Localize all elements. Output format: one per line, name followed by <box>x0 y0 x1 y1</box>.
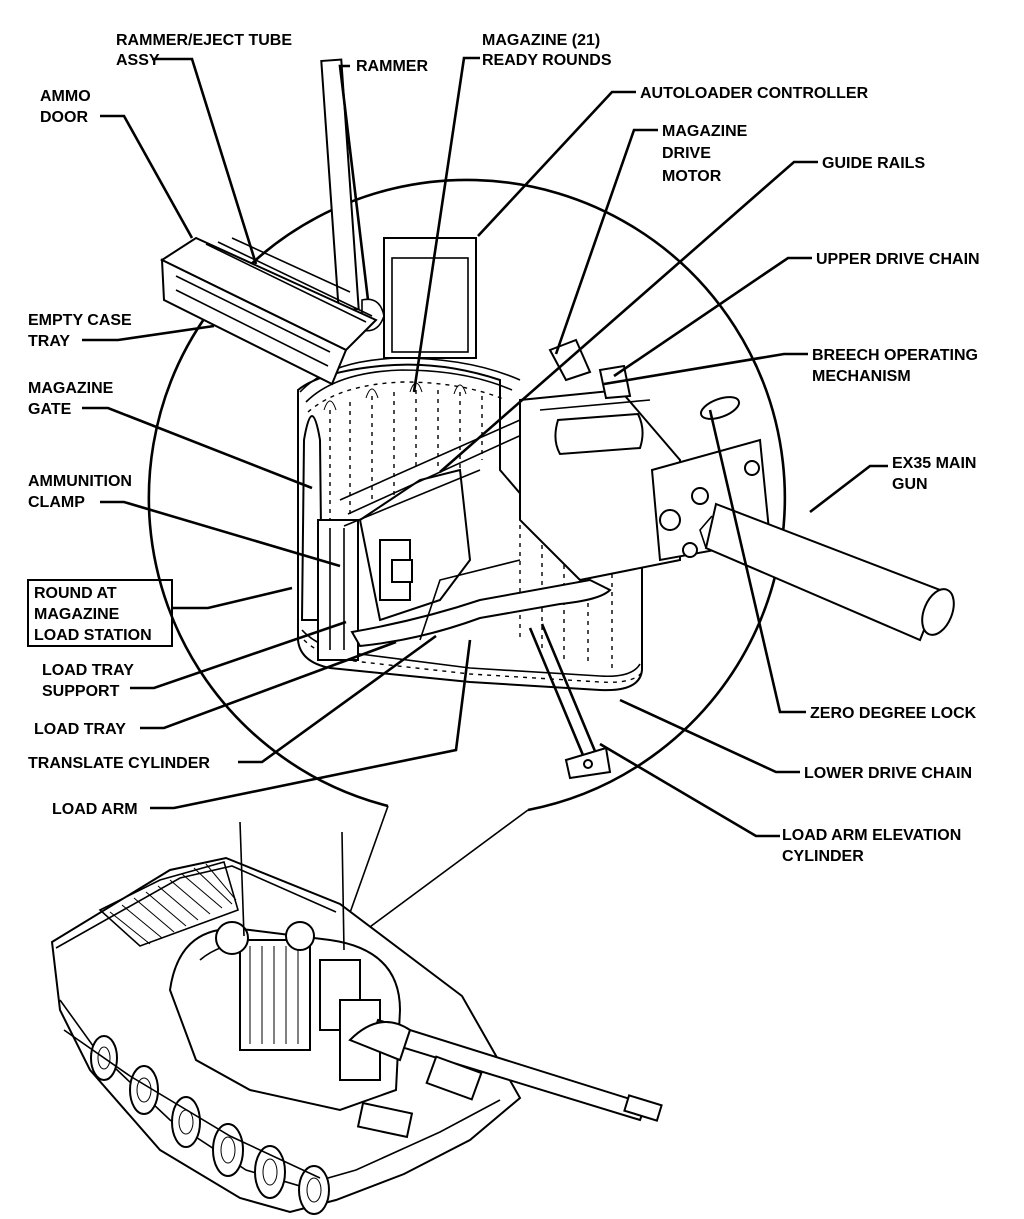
label-magazine-gate-line2: GATE <box>28 401 72 418</box>
leader-ex35-main-gun <box>809 464 888 514</box>
label-empty-case-tray: EMPTY CASE <box>28 312 132 329</box>
leader-magazine-gate <box>82 406 313 490</box>
leader-ammo-door <box>100 114 194 239</box>
label-zero-degree-lock: ZERO DEGREE LOCK <box>810 705 977 722</box>
label-ammo-door-line2: DOOR <box>40 109 88 126</box>
label-guide-rails: GUIDE RAILS <box>822 155 925 172</box>
label-load-arm-elevation-cylinder-line2: CYLINDER <box>782 848 864 865</box>
leader-empty-case-tray <box>82 324 215 342</box>
label-ammunition-clamp: AMMUNITION <box>28 473 132 490</box>
leader-guide-rails <box>439 160 818 473</box>
leader-round-at-load-station <box>172 586 293 610</box>
label-round-at-load-station-line3: LOAD STATION <box>34 627 152 644</box>
tank-vehicle <box>50 821 663 1215</box>
label-magazine-drive-motor-line3: MOTOR <box>662 168 722 185</box>
label-magazine-gate: MAGAZINE <box>28 380 114 397</box>
label-round-at-load-station: ROUND AT <box>34 585 117 602</box>
label-lower-drive-chain: LOWER DRIVE CHAIN <box>804 765 972 782</box>
leader-load-tray-support <box>130 620 347 690</box>
label-ammunition-clamp-line2: CLAMP <box>28 494 85 511</box>
leader-zero-degree-lock <box>708 409 806 714</box>
label-round-at-load-station-line2: MAGAZINE <box>34 606 120 623</box>
leader-autoloader-controller <box>477 90 636 237</box>
label-load-tray-support-line2: SUPPORT <box>42 683 120 700</box>
label-rammer: RAMMER <box>356 58 428 75</box>
leader-lower-drive-chain <box>619 698 800 774</box>
label-empty-case-tray-line2: TRAY <box>28 333 70 350</box>
leader-ammunition-clamp <box>100 500 341 568</box>
leader-magazine-drive-motor <box>554 128 658 355</box>
leader-load-arm <box>150 639 472 810</box>
leader-load-arm-elevation-cylinder <box>599 742 780 838</box>
leader-magazine-ready-rounds <box>412 56 480 393</box>
leader-lines <box>82 56 888 838</box>
autoloader-assembly <box>159 58 955 780</box>
label-magazine-drive-motor: MAGAZINE <box>662 123 748 140</box>
label-magazine-ready-rounds-line2: READY ROUNDS <box>482 52 612 69</box>
label-magazine-ready-rounds: MAGAZINE (21) <box>482 32 600 49</box>
label-load-tray: LOAD TRAY <box>34 721 126 738</box>
label-load-arm: LOAD ARM <box>52 801 138 818</box>
label-load-arm-elevation-cylinder: LOAD ARM ELEVATION <box>782 827 961 844</box>
label-ex35-main-gun-line2: GUN <box>892 476 928 493</box>
label-breech-operating-mechanism: BREECH OPERATING <box>812 347 978 364</box>
leader-breech-operating-mechanism <box>603 352 808 386</box>
leader-rammer-eject-tube <box>152 57 258 265</box>
label-breech-operating-mechanism-line2: MECHANISM <box>812 368 911 385</box>
label-translate-cylinder: TRANSLATE CYLINDER <box>28 755 210 772</box>
label-ex35-main-gun: EX35 MAIN <box>892 455 976 472</box>
leader-upper-drive-chain <box>613 256 812 378</box>
leader-translate-cylinder <box>238 634 437 764</box>
round-at-load-station-box <box>27 579 173 647</box>
label-magazine-drive-motor-line2: DRIVE <box>662 145 711 162</box>
label-rammer-eject-tube-assy-line2: ASSY <box>116 52 160 69</box>
leader-rammer <box>338 64 370 301</box>
label-ammo-door: AMMO <box>40 88 91 105</box>
leader-load-tray <box>140 640 397 730</box>
label-rammer-eject-tube-assy: RAMMER/EJECT TUBE <box>116 32 292 49</box>
label-upper-drive-chain: UPPER DRIVE CHAIN <box>816 251 980 268</box>
label-group: RAMMER/EJECT TUBE ASSY RAMMER MAGAZINE (… <box>28 32 980 865</box>
label-load-tray-support: LOAD TRAY <box>42 662 134 679</box>
label-autoloader-controller: AUTOLOADER CONTROLLER <box>640 85 869 102</box>
